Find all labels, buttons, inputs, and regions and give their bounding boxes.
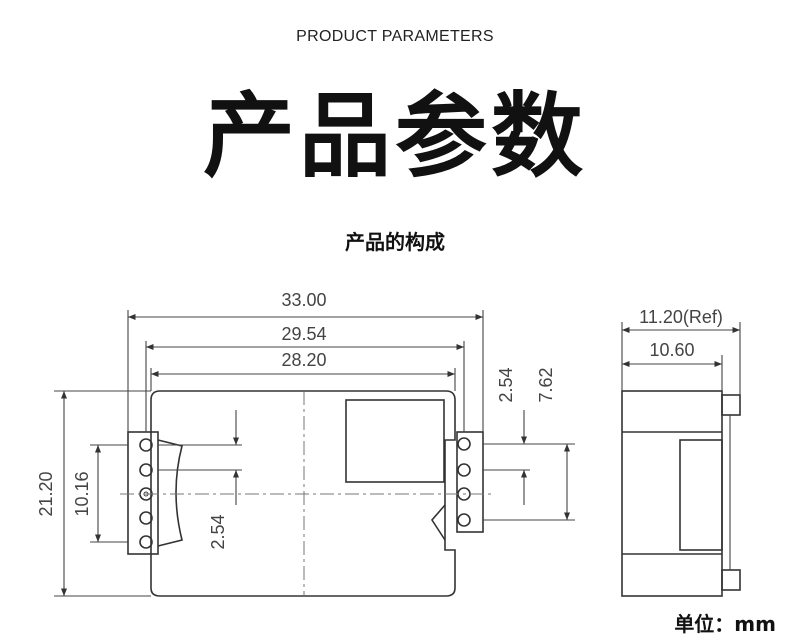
front-body-outline <box>150 390 456 597</box>
dim-ref-width: 11.20(Ref) <box>639 307 723 327</box>
left-connector-curve <box>157 439 183 547</box>
side-body <box>621 390 723 597</box>
dim-height: 21.20 <box>36 471 56 516</box>
dim-pin-group: 10.16 <box>72 471 92 516</box>
side-tab-bottom <box>721 569 741 591</box>
dim-overall-width: 33.00 <box>281 290 326 310</box>
side-tab-top <box>721 394 741 416</box>
dim-body-width: 28.20 <box>281 350 326 370</box>
notch <box>431 504 446 541</box>
side-view: 11.20(Ref) 10.60 <box>621 307 741 597</box>
front-view: 33.00 29.54 28.20 21.20 10.16 2.54 2.54 <box>36 290 575 597</box>
right-pins <box>457 437 471 527</box>
dim-right-offset: 7.62 <box>536 367 556 402</box>
dim-pin-pitch-left: 2.54 <box>208 514 228 549</box>
subtitle-en: PRODUCT PARAMETERS <box>296 28 494 45</box>
unit-note: 单位：mm <box>674 612 776 636</box>
left-connector <box>127 431 159 555</box>
right-connector <box>456 431 484 533</box>
section-heading: 产品的构成 <box>345 230 445 254</box>
page-title: 产品参数 <box>202 83 587 190</box>
dim-pin-span: 29.54 <box>281 324 326 344</box>
dim-pin-pitch-right: 2.54 <box>496 367 516 402</box>
component-window <box>345 399 445 483</box>
dim-side-width: 10.60 <box>649 340 694 360</box>
